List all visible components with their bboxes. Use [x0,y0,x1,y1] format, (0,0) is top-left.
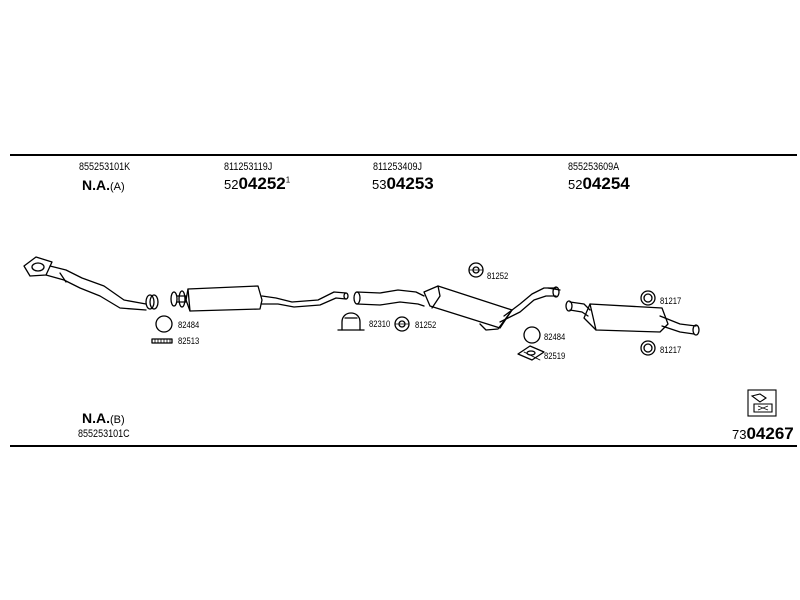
bottom-rule [10,445,797,447]
gasket-ring-icon [155,315,173,333]
part-main: 04267 [746,424,794,443]
part-ref: 82513 [178,336,200,346]
part-prefix: 52 [568,177,583,192]
part-prefix: 52 [224,177,239,192]
na-suffix: (B) [110,414,125,426]
middle-muffler-icon [353,285,561,331]
front-muffler-icon [170,285,349,312]
rubber-ring-icon [640,340,656,356]
na-label-a: N.A.(A) [82,177,125,193]
flange-gasket-icon [517,345,545,361]
part-prefix: 53 [372,177,387,192]
part-ref: 82310 [369,319,391,329]
part-number-2: 52042521 [224,174,290,194]
part-ref: 82484 [178,320,200,330]
na-text: N.A. [82,410,110,426]
front-pipe-icon [23,256,159,311]
na-text: N.A. [82,177,110,193]
part-ref: 81252 [487,271,509,281]
part-ref: 82484 [544,332,566,342]
rear-muffler-icon [565,300,700,336]
oe-number-bottom: 855253101C [78,428,130,440]
oe-number-3: 811253409J [373,161,422,173]
gasket-ring-icon [523,326,541,344]
part-main: 04252 [238,174,286,193]
clamp-strip-icon [151,338,173,344]
oe-number-2: 811253119J [224,161,273,173]
oe-number-4: 855253609A [568,161,620,173]
part-prefix: 73 [732,427,747,442]
na-label-b: N.A.(B) [82,410,125,426]
part-ref: 81252 [415,320,437,330]
rubber-ring-icon [640,290,656,306]
top-rule [10,154,797,156]
part-main: 04253 [386,174,434,193]
part-ref: 81217 [660,345,682,355]
oe-number-1: 855253101K [79,161,131,173]
part-number-3: 5304253 [372,174,434,194]
catalog-symbol-icon [747,389,777,417]
part-ref: 82519 [544,351,566,361]
rubber-mount-icon [468,262,484,278]
rubber-mount-icon [394,316,410,332]
part-superscript: 1 [285,175,291,185]
part-main: 04254 [582,174,630,193]
part-ref: 81217 [660,296,682,306]
part-number-bottom-right: 7304267 [732,424,794,444]
u-clamp-icon [337,312,365,331]
na-suffix: (A) [110,181,125,193]
part-number-4: 5204254 [568,174,630,194]
